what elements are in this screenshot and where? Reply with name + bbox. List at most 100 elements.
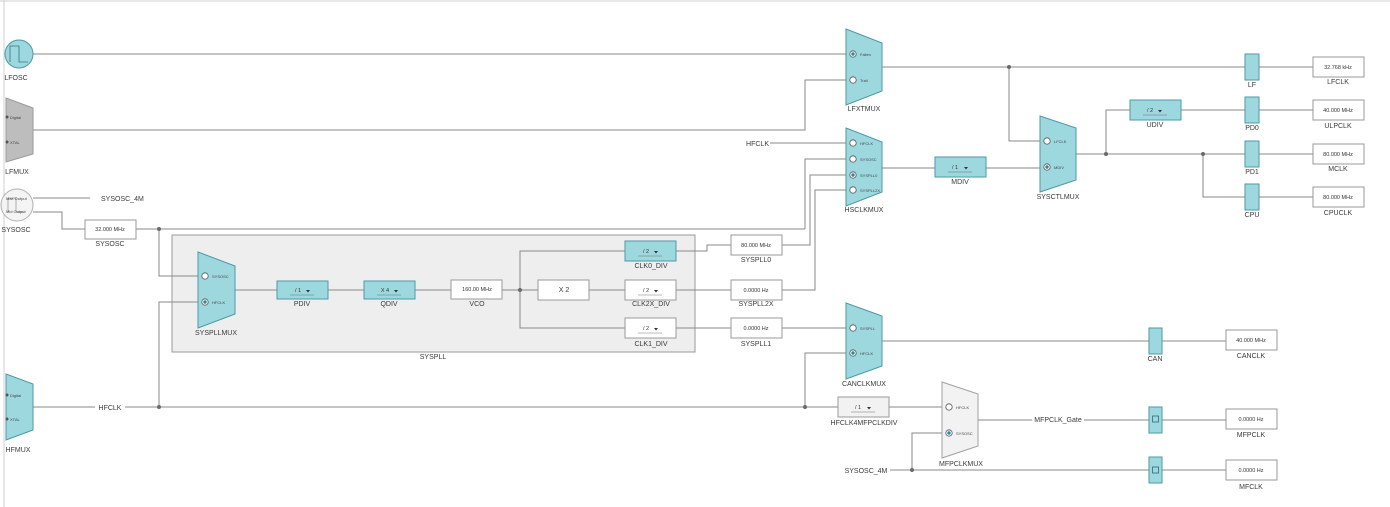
gate-mfclk[interactable] [1148, 456, 1163, 484]
hfclk4mfpclkdiv-chevron-down-icon [867, 407, 871, 410]
syspll-container [171, 234, 696, 353]
sysctlmux-input-mdiv: MDIV [1054, 165, 1064, 170]
hfclk4mfpclkdiv-value: / 1 [855, 405, 861, 411]
mfpclkmux-label: MFPCLKMUX [939, 461, 983, 468]
sysosc-source-label: SYSOSC [1, 227, 30, 234]
syspll0-label: SYSPLL0 [741, 257, 771, 264]
syspll1-value: 0.0000 Hz [743, 326, 768, 332]
syspll1-output[interactable]: 0.0000 Hz SYSPLL1 [730, 317, 783, 348]
vco-label: VCO [469, 301, 485, 308]
mfpclk-output[interactable]: 0.0000 Hz MFPCLK [1225, 408, 1278, 439]
hfclk4mfpclkdiv-select[interactable]: / 1 HFCLK4MFPCLKDIV [831, 396, 898, 427]
hfmux-input-digital: Digital [10, 393, 21, 398]
clk1-div-value: / 2 [643, 326, 649, 332]
hsclkmux-radio-syspll2x[interactable] [849, 186, 857, 194]
gate-mfpclk-checkbox-icon [1152, 415, 1159, 423]
x2-label: X 2 [559, 287, 570, 294]
gate-can[interactable]: CAN [1148, 327, 1163, 363]
ulpclk-output[interactable]: 40.000 MHz ULPCLK [1312, 99, 1365, 130]
clk2x-div-select[interactable]: / 2 CLK2X_DIV [624, 279, 677, 308]
mfpclkmux-input-sysosc: SYSOSC [956, 431, 973, 436]
canclkmux-block[interactable]: SYSPLL HFCLK CANCLKMUX [842, 302, 886, 388]
mfclk-label: MFCLK [1239, 484, 1263, 491]
gate-pd1-label: PD1 [1245, 169, 1259, 176]
mdiv-value: / 1 [952, 165, 958, 171]
syspll2x-label: SYSPLL2X [738, 301, 773, 308]
clk1-div-select[interactable]: / 2 CLK1_DIV [624, 317, 677, 348]
sysosc-block[interactable]: Max Output Mid Output SYSOSC [0, 188, 34, 234]
lfxtmux-radio-trail[interactable] [849, 76, 857, 84]
mfpclkmux-radio-hfclk[interactable] [945, 403, 953, 411]
udiv-chevron-down-icon [1158, 110, 1162, 113]
udiv-label: UDIV [1147, 122, 1164, 129]
mfpclkmux-block[interactable]: HFCLK SYSOSC MFPCLKMUX [939, 381, 983, 468]
sysosc-4m-label: SYSOSC_4M [101, 196, 144, 203]
lfosc-label: LFOSC [4, 75, 27, 82]
x2-block: X 2 [537, 279, 590, 301]
lfxtmux-block[interactable]: Fallen Trail LFXTMUX [845, 28, 883, 113]
clk0-div-value: / 2 [643, 249, 649, 255]
mfpclk-label: MFPCLK [1237, 432, 1266, 439]
mfclk-output[interactable]: 0.0000 Hz MFCLK [1225, 459, 1278, 491]
lfxtmux-input-trail: Trail [860, 78, 868, 83]
sysosc-output-mid: Mid Output [6, 209, 26, 214]
syspll2x-value: 0.0000 Hz [743, 288, 768, 294]
lfmux-label: LFMUX [5, 169, 29, 176]
clk2x-div-chevron-down-icon [654, 290, 658, 293]
hsclkmux-input-syspll2x: SYSPLL2X [860, 188, 880, 193]
sysctlmux-block[interactable]: LFCLK MDIV SYSCTLMUX [1037, 115, 1080, 201]
mfclk-value: 0.0000 Hz [1238, 468, 1263, 474]
gate-pd0[interactable]: PD0 [1244, 96, 1260, 132]
canclkmux-radio-syspll[interactable] [849, 324, 857, 332]
vco-value: 160.00 MHz [462, 287, 492, 293]
gate-mfpclk[interactable] [1148, 406, 1163, 434]
hsclkmux-block[interactable]: HFCLK SYSOSC SYSPLL0 SYSPLL2X HSCLKMUX [845, 127, 884, 214]
sysosc-output-label: SYSOSC [95, 241, 124, 248]
canclkmux-input-syspll: SYSPLL [860, 326, 876, 331]
junction-dots [157, 65, 1205, 472]
pdiv-select[interactable]: / 1 PDIV [276, 280, 329, 308]
qdiv-select[interactable]: X 4 QDIV [363, 280, 416, 308]
syspllmux-radio-sysosc[interactable] [201, 272, 209, 280]
sysctlmux-radio-lfclk[interactable] [1043, 137, 1051, 145]
syspllmux-block[interactable]: SYSOSC HFCLK SYSPLLMUX [195, 251, 237, 337]
sysosc-4m-bottom-label: SYSOSC_4M [845, 468, 888, 475]
syspll0-output[interactable]: 80.000 MHz SYSPLL0 [730, 234, 783, 264]
gate-can-label: CAN [1148, 356, 1163, 363]
syspll2x-output[interactable]: 0.0000 Hz SYSPLL2X [730, 279, 783, 308]
gate-pd1[interactable]: PD1 [1244, 140, 1260, 176]
lfosc-block[interactable]: LFOSC [4, 39, 34, 82]
hsclkmux-radio-sysosc[interactable] [849, 155, 857, 163]
canclk-output[interactable]: 40.000 MHz CANCLK [1225, 329, 1278, 360]
clk0-div-label: CLK0_DIV [634, 263, 667, 270]
lfclk-output[interactable]: 32.768 kHz LFCLK [1312, 56, 1365, 86]
canclk-value: 40.000 MHz [1236, 338, 1266, 344]
hsclkmux-input-syspll0: SYSPLL0 [860, 173, 878, 178]
gate-pd0-label: PD0 [1245, 125, 1259, 132]
ulpclk-label: ULPCLK [1324, 123, 1352, 130]
clk0-div-select[interactable]: / 2 CLK0_DIV [624, 240, 677, 270]
mfpclk-gate-signal-label: MFPCLK_Gate [1034, 417, 1082, 424]
hsclkmux-label: HSCLKMUX [845, 207, 884, 214]
mdiv-select[interactable]: / 1 MDIV [934, 156, 987, 186]
gate-lf[interactable]: LF [1244, 53, 1260, 89]
clk2x-div-value: / 2 [643, 288, 649, 294]
cpuclk-output[interactable]: 80.000 MHz CPUCLK [1312, 186, 1365, 217]
lfmux-block[interactable]: Digital XTAL LFMUX [5, 97, 34, 176]
clk2x-div-label: CLK2X_DIV [632, 301, 670, 308]
gate-cpu[interactable]: CPU [1244, 183, 1260, 219]
vco-block: 160.00 MHz VCO [450, 279, 503, 308]
hfmux-label: HFMUX [6, 447, 31, 454]
wires [33, 53, 1313, 471]
hsclkmux-radio-hfclk[interactable] [849, 139, 857, 147]
mclk-label: MCLK [1328, 166, 1348, 173]
gate-mfclk-checkbox-icon [1152, 466, 1159, 474]
syspll1-label: SYSPLL1 [741, 341, 771, 348]
hsclkmux-input-hfclk: HFCLK [860, 141, 873, 146]
hfmux-block[interactable]: Digital XTAL HFMUX [5, 373, 34, 454]
syspllmux-input-sysosc: SYSOSC [212, 274, 229, 279]
udiv-select[interactable]: / 2 UDIV [1129, 99, 1182, 129]
sysosc-output[interactable]: 32.000 MHz SYSOSC [84, 219, 137, 248]
mclk-output[interactable]: 80.000 MHz MCLK [1312, 143, 1365, 173]
